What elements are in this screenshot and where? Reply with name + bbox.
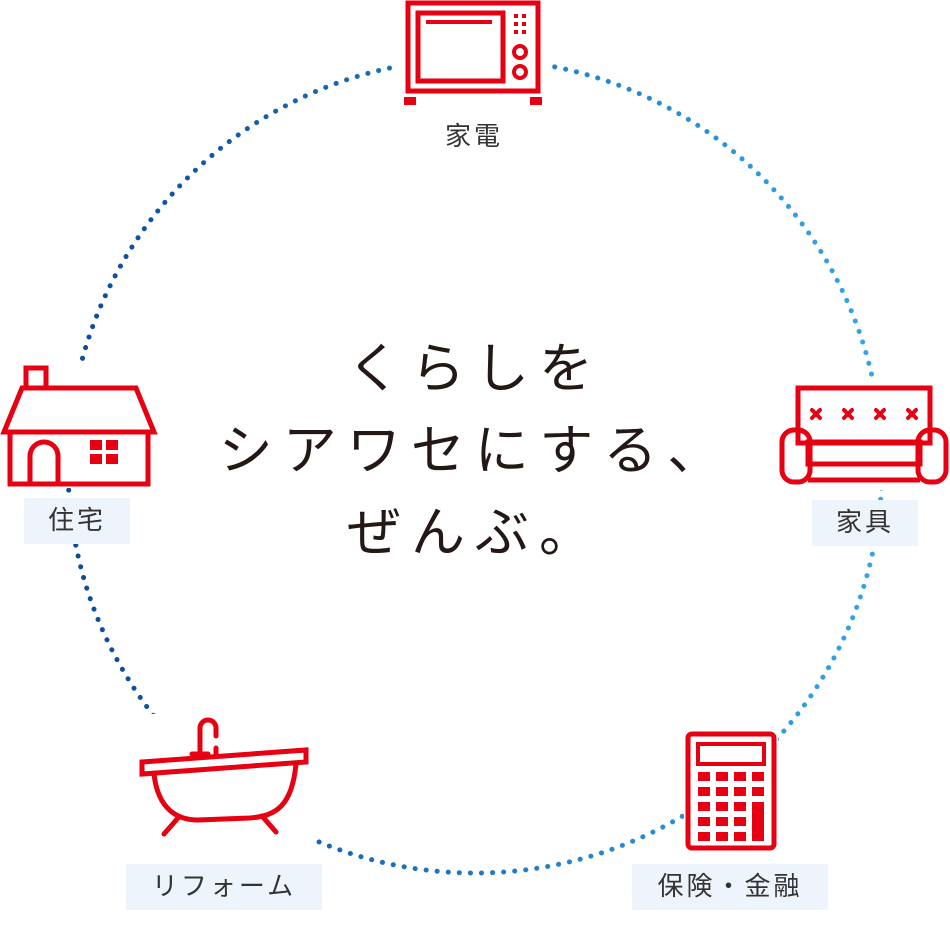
furniture-item[interactable] <box>778 380 950 490</box>
headline-line-2: シアワセにする、 <box>218 419 732 482</box>
finance-label: 保険・金融 <box>632 864 828 910</box>
reform-item[interactable] <box>134 714 314 840</box>
headline: くらしを シアワセにする、 ぜんぶ。 <box>205 328 745 574</box>
reform-label: リフォーム <box>126 864 322 910</box>
sofa-icon <box>779 385 949 485</box>
housing-item[interactable] <box>0 364 158 488</box>
appliances-item[interactable] <box>396 0 551 108</box>
house-icon <box>0 365 158 487</box>
housing-label: 住宅 <box>24 498 130 544</box>
finance-item[interactable] <box>684 730 778 852</box>
microwave-icon <box>404 0 542 105</box>
bathtub-icon <box>139 717 309 837</box>
headline-line-1: くらしを <box>347 337 603 400</box>
headline-line-3: ぜんぶ。 <box>347 501 603 564</box>
calculator-icon <box>685 731 777 851</box>
furniture-label: 家具 <box>812 500 918 546</box>
appliances-label: 家電 <box>428 114 520 160</box>
